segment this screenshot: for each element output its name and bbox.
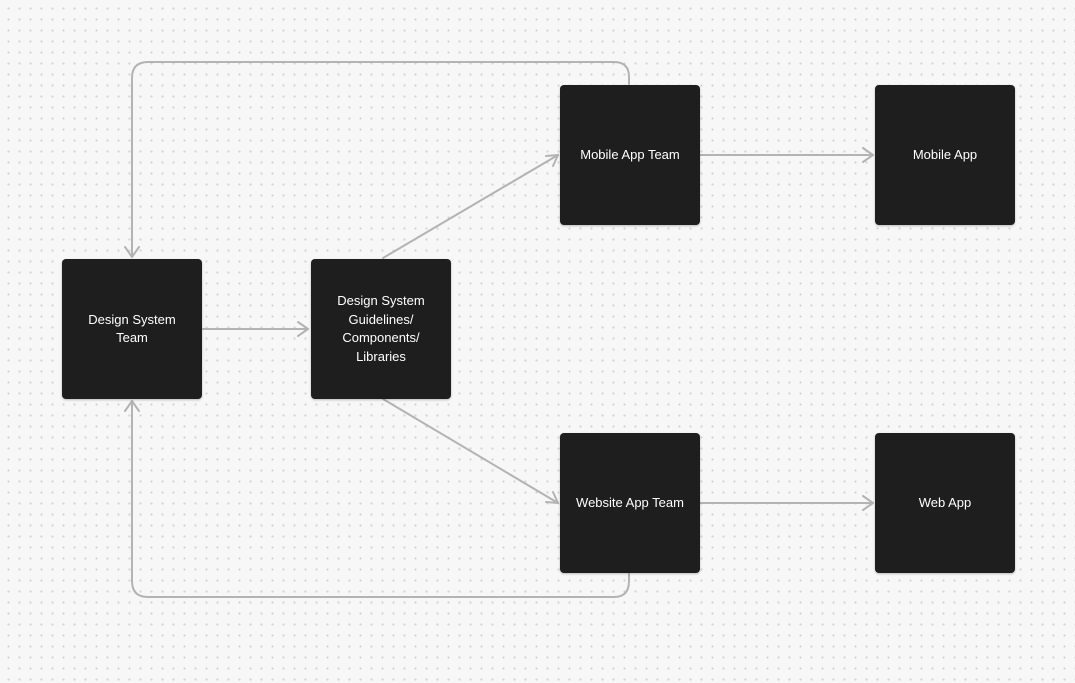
node-label: Design System Guidelines/ Components/ Li…	[337, 293, 425, 364]
connector-mobile-app-team-to-mobile-app[interactable]	[699, 147, 874, 163]
node-mobile-app-team[interactable]: Mobile App Team	[560, 85, 700, 225]
node-mobile-app[interactable]: Mobile App	[875, 85, 1015, 225]
node-label: Design System Team	[88, 311, 176, 346]
connector-guidelines-to-mobile-app-team[interactable]	[382, 154, 559, 259]
connector-mobile-app-team-to-design-system-team[interactable]	[124, 61, 630, 258]
node-web-app[interactable]: Web App	[875, 433, 1015, 573]
node-label: Mobile App	[912, 146, 978, 162]
node-label: Mobile App Team	[580, 146, 680, 162]
connector-guidelines-to-website-app-team[interactable]	[382, 398, 559, 504]
connector-design-system-team-to-guidelines[interactable]	[202, 321, 309, 337]
connector-website-app-team-to-design-system-team[interactable]	[124, 400, 630, 598]
node-design-system-team[interactable]: Design System Team	[62, 259, 202, 399]
node-website-app-team[interactable]: Website App Team	[560, 433, 700, 573]
node-label: Website App Team	[576, 494, 684, 510]
connector-website-app-team-to-web-app[interactable]	[699, 495, 874, 511]
node-design-system-guidelines[interactable]: Design System Guidelines/ Components/ Li…	[311, 259, 451, 399]
node-label: Web App	[918, 494, 972, 510]
